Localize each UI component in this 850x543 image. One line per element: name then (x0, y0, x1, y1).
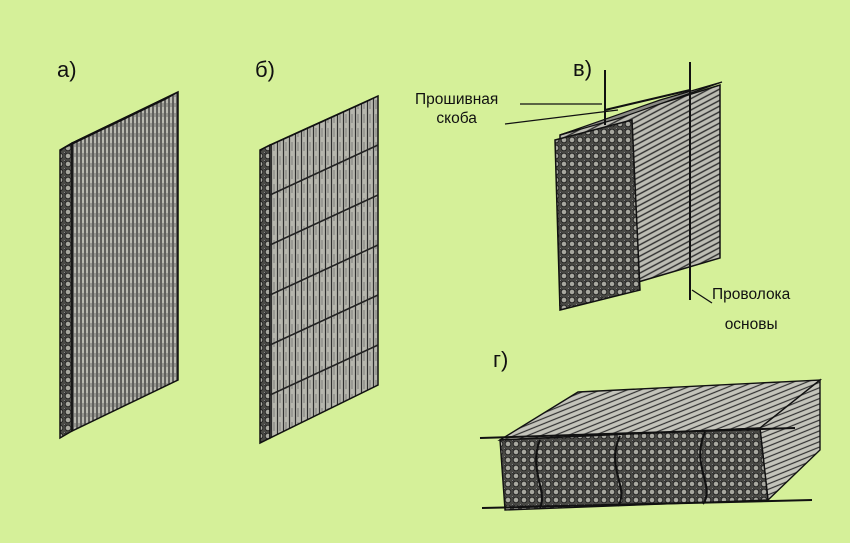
callout-wire-line1: Проволока (712, 286, 791, 303)
callout-stitch-staple: Прошивная скоба (415, 90, 498, 128)
figure-a-mat-face (71, 90, 179, 433)
figure-a-letter: а) (57, 57, 77, 82)
figure-b-mat-top (259, 95, 379, 151)
callout-base-wire: Проволока основы (712, 280, 790, 340)
callout-stitch-line1: Прошивная (415, 91, 499, 108)
figure-g-letter: г) (493, 347, 509, 372)
callout-stitch-line2: скоба (436, 110, 477, 127)
figure-v-block (504, 62, 723, 311)
figure-b-letter: б) (255, 57, 275, 82)
figure-b-mat-edge (259, 143, 271, 445)
figure-a-mat-edge (59, 141, 73, 440)
figure-v-callout-lines (504, 103, 713, 304)
figure-a-mat (59, 90, 179, 440)
figure-g-wires (479, 427, 813, 509)
figure-v-stitch-staple (604, 62, 691, 300)
figure-v-block-end (554, 119, 641, 311)
figure-b-stitch-rows (269, 144, 379, 396)
figure-g-mat (479, 378, 823, 511)
figure-v-letter: в) (573, 56, 593, 81)
figure-a-mat-top (59, 91, 179, 151)
callout-wire-line2: основы (724, 316, 778, 333)
figure-v-block-top (559, 81, 723, 136)
figure-b-mat (259, 94, 379, 445)
